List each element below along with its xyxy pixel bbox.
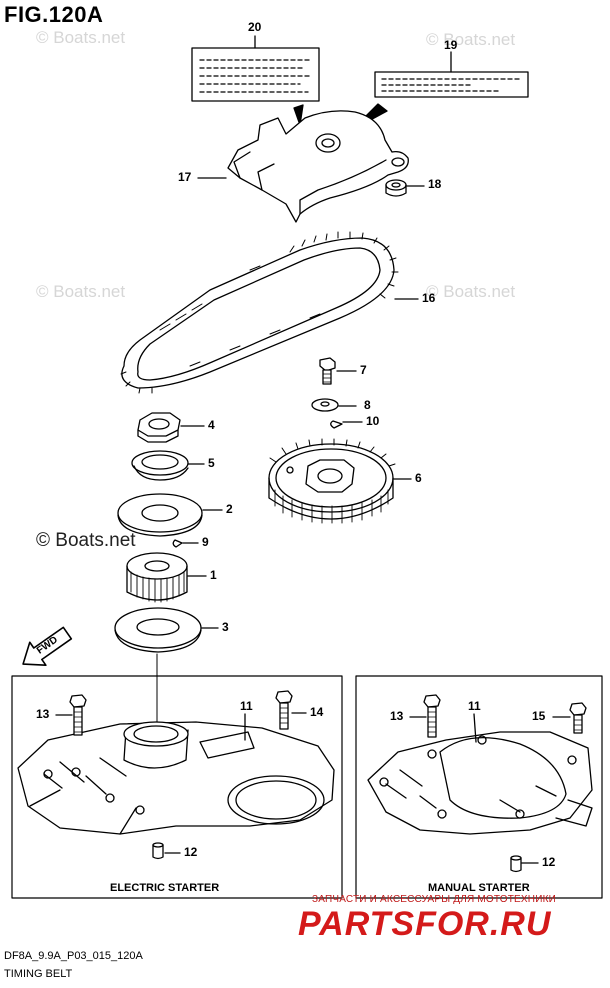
- guide-plate-2: [117, 493, 203, 537]
- callout-18: 18: [428, 177, 442, 191]
- callout-10: 10: [366, 414, 380, 428]
- label-19-sticker: [374, 71, 529, 98]
- callout-11-manual: 11: [468, 699, 481, 713]
- callout-20: 20: [248, 20, 262, 34]
- watermark-boats-right-mid: © Boats.net: [426, 282, 516, 301]
- electric-starter-label: ELECTRIC STARTER: [110, 882, 220, 894]
- washer-8: [311, 398, 339, 412]
- electric-starter-box: [11, 675, 343, 899]
- callout-4: 4: [208, 418, 215, 432]
- callout-3: 3: [222, 620, 229, 634]
- callout-1: 1: [210, 568, 217, 582]
- dowel-pin-12-electric: [152, 842, 164, 860]
- watermark-boats-right-upper: © Boats.net: [426, 30, 516, 49]
- callout-13-manual: 13: [390, 709, 404, 723]
- bolt-13-electric: [69, 694, 87, 736]
- dowel-pin-12-manual: [510, 855, 522, 873]
- key-10: [330, 420, 343, 429]
- figure-title: FIG.120A: [4, 2, 104, 27]
- callout-19: 19: [444, 38, 458, 52]
- timing-belt-cover: [227, 110, 409, 223]
- watermark-boats-top: © Boats.net: [36, 28, 126, 47]
- ring-5: [131, 450, 189, 481]
- watermark-boats-center: © Boats.net: [36, 530, 136, 551]
- timing-belt: [120, 231, 399, 394]
- callout-8: 8: [364, 398, 371, 412]
- callout-13-electric: 13: [36, 707, 50, 721]
- callout-16: 16: [422, 291, 436, 305]
- bolt-13-manual: [423, 694, 441, 738]
- callout-2: 2: [226, 502, 233, 516]
- nut-4: [137, 412, 181, 443]
- electric-starter-case-11: [17, 721, 335, 835]
- leader-11-manual: [473, 713, 477, 743]
- callout-15: 15: [532, 709, 546, 723]
- callout-11-electric: 11: [240, 699, 253, 713]
- label-20-sticker: [191, 47, 320, 102]
- watermark-boats-left-mid: © Boats.net: [36, 282, 126, 301]
- callout-14: 14: [310, 705, 324, 719]
- manual-starter-label: MANUAL STARTER: [428, 882, 530, 894]
- shop-tagline: ЗАПЧАСТИ И АКСЕССУАРЫ ДЛЯ МОТОТЕХНИКИ: [312, 894, 557, 905]
- key-9: [172, 539, 183, 548]
- manual-starter-box: [355, 675, 603, 899]
- shop-logo: PARTSFOR.RU: [298, 905, 552, 943]
- callout-5: 5: [208, 456, 215, 470]
- callout-7: 7: [360, 363, 367, 377]
- callout-17: 17: [178, 170, 192, 184]
- guide-plate-3: [114, 607, 202, 653]
- callout-6: 6: [415, 471, 422, 485]
- figure-caption: TIMING BELT: [4, 968, 73, 980]
- grommet-18: [385, 179, 407, 197]
- crankshaft-pulley-1: [126, 552, 188, 603]
- bolt-14: [275, 690, 293, 730]
- figure-code: DF8A_9.9A_P03_015_120A: [4, 950, 143, 962]
- callout-12-electric: 12: [184, 845, 198, 859]
- manual-starter-case-11: [367, 731, 593, 835]
- pointer-20: [293, 104, 304, 126]
- forward-direction-arrow: [22, 626, 73, 667]
- callout-9: 9: [202, 535, 209, 549]
- callout-12-manual: 12: [542, 855, 556, 869]
- bolt-15: [569, 702, 587, 734]
- camshaft-pulley-6: [268, 438, 396, 524]
- bolt-7: [319, 357, 336, 385]
